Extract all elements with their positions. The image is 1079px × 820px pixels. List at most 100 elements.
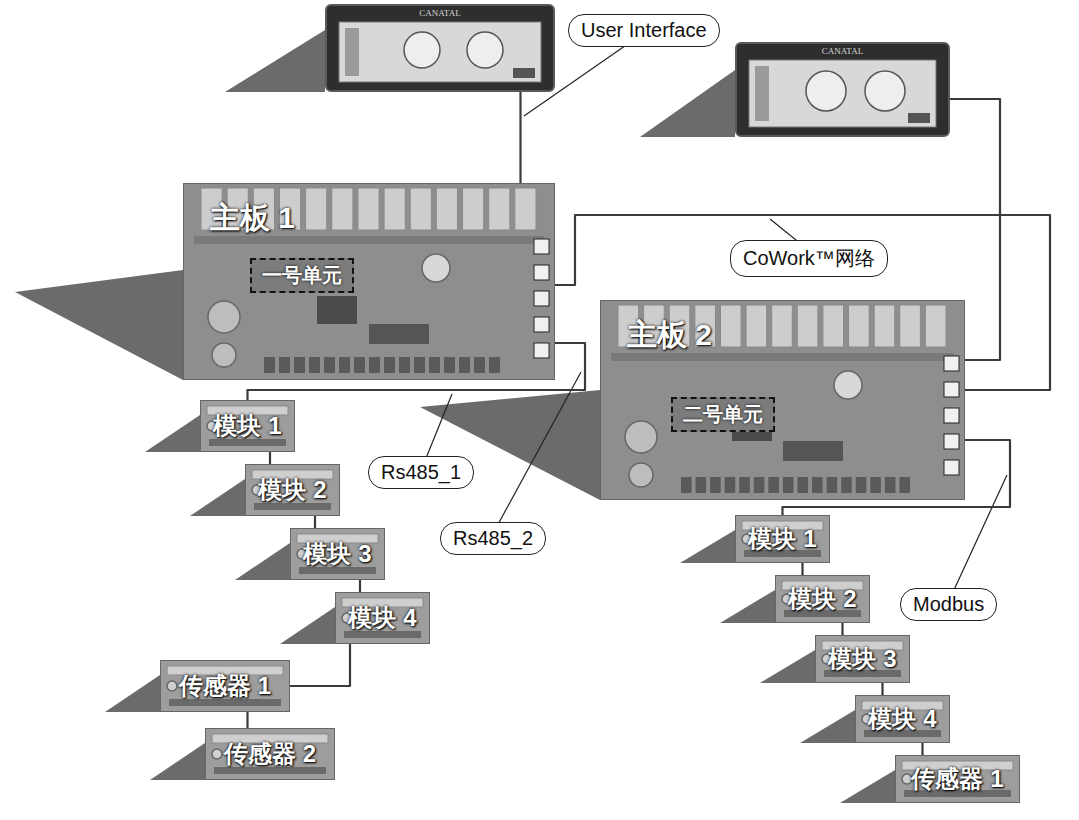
module-board: 传感器 2 <box>205 728 335 780</box>
node-label: 一号单元 <box>262 264 342 286</box>
module-shadow <box>680 530 735 563</box>
terminal-block <box>870 477 881 493</box>
terminal-block <box>264 357 275 373</box>
terminal-strip <box>169 699 281 706</box>
unit-box: 一号单元 <box>250 258 354 293</box>
terminal-block <box>681 477 692 493</box>
relay <box>515 188 536 230</box>
terminal-block <box>812 477 823 493</box>
icon-column <box>755 66 769 121</box>
terminal-block <box>324 357 335 373</box>
callout-label: CoWork™网络 <box>730 240 888 277</box>
terminal-block <box>279 357 290 373</box>
terminal-block <box>354 357 365 373</box>
terminal-block <box>885 477 896 493</box>
node-label: 模块 1 <box>213 410 281 442</box>
drop-shadows <box>15 30 895 803</box>
module-board: 模块 1 <box>200 400 295 452</box>
terminal-block <box>444 357 455 373</box>
terminal-strip <box>209 439 286 446</box>
connector-wire <box>269 452 271 464</box>
capacitor <box>212 343 236 367</box>
port <box>944 434 959 449</box>
module-shadow <box>800 710 855 743</box>
terminal-block <box>856 477 867 493</box>
connector-wire <box>841 623 843 635</box>
terminal-block <box>754 477 765 493</box>
module-shadow <box>235 543 290 580</box>
connector-wire <box>359 580 361 592</box>
relay <box>772 305 793 347</box>
module-shadow <box>145 415 200 452</box>
connector-wire <box>801 563 803 575</box>
terminal-block <box>339 357 350 373</box>
user-interface-panel: CANATAL <box>735 42 950 137</box>
node-label: 传感器 1 <box>179 670 271 702</box>
terminal-block <box>827 477 838 493</box>
connector-wire <box>881 683 883 695</box>
relay <box>849 305 870 347</box>
terminal-block <box>369 357 380 373</box>
module-board: 模块 4 <box>855 695 950 743</box>
module-board: 模块 2 <box>775 575 870 623</box>
connector-wire <box>246 712 248 728</box>
capacitor <box>629 463 653 487</box>
screen <box>749 60 936 127</box>
terminal-block <box>841 477 852 493</box>
relay <box>797 305 818 347</box>
connector-wire <box>290 644 350 686</box>
battery <box>834 371 862 399</box>
battery <box>422 254 450 282</box>
terminal-block <box>489 357 500 373</box>
gauge-dial <box>865 71 905 111</box>
panel-shadow <box>225 30 325 92</box>
capacitor <box>208 301 240 333</box>
chip <box>783 441 843 461</box>
panel-shadow <box>640 70 735 137</box>
chip <box>317 296 357 324</box>
terminal-block <box>768 477 779 493</box>
connector-wire <box>519 92 521 183</box>
chip <box>369 324 429 344</box>
user-interface-panel: CANATAL <box>325 4 555 92</box>
gauge-dial <box>404 32 440 68</box>
gauge-dial <box>806 71 846 111</box>
callout-label: Rs485_1 <box>368 456 474 489</box>
node-label: 主板 1 <box>210 198 295 239</box>
module-shadow <box>280 607 335 644</box>
relay <box>720 305 741 347</box>
terminal-strip <box>214 767 326 774</box>
relay <box>332 188 353 230</box>
relay <box>436 188 457 230</box>
module-board: 模块 1 <box>735 515 830 563</box>
node-label: 模块 1 <box>748 523 816 555</box>
terminal-block <box>429 357 440 373</box>
terminal-block <box>414 357 425 373</box>
node-label: 模块 3 <box>828 643 896 675</box>
callout-label: Modbus <box>900 588 997 621</box>
callout-label: Rs485_2 <box>440 522 546 555</box>
button-icon <box>908 113 930 123</box>
relay <box>925 305 946 347</box>
relay <box>358 188 379 230</box>
gauge-dial <box>467 32 503 68</box>
node-label: 模块 4 <box>348 602 416 634</box>
module-shadow <box>760 650 815 683</box>
terminal-block <box>384 357 395 373</box>
leader-line <box>490 372 581 539</box>
terminal-block <box>696 477 707 493</box>
relay <box>900 305 921 347</box>
main-board: 主板 2二号单元 <box>600 300 965 500</box>
component <box>902 774 912 784</box>
module-shadow <box>720 590 775 623</box>
port <box>944 460 959 475</box>
main-board: 主板 1 一号单元 <box>183 183 555 380</box>
node-label: 模块 4 <box>868 703 936 735</box>
port <box>534 317 549 332</box>
node-label: 模块 2 <box>788 583 856 615</box>
button-icon <box>513 68 535 78</box>
module-shadow <box>105 675 160 712</box>
terminal-block <box>294 357 305 373</box>
module-shadow <box>190 479 245 516</box>
